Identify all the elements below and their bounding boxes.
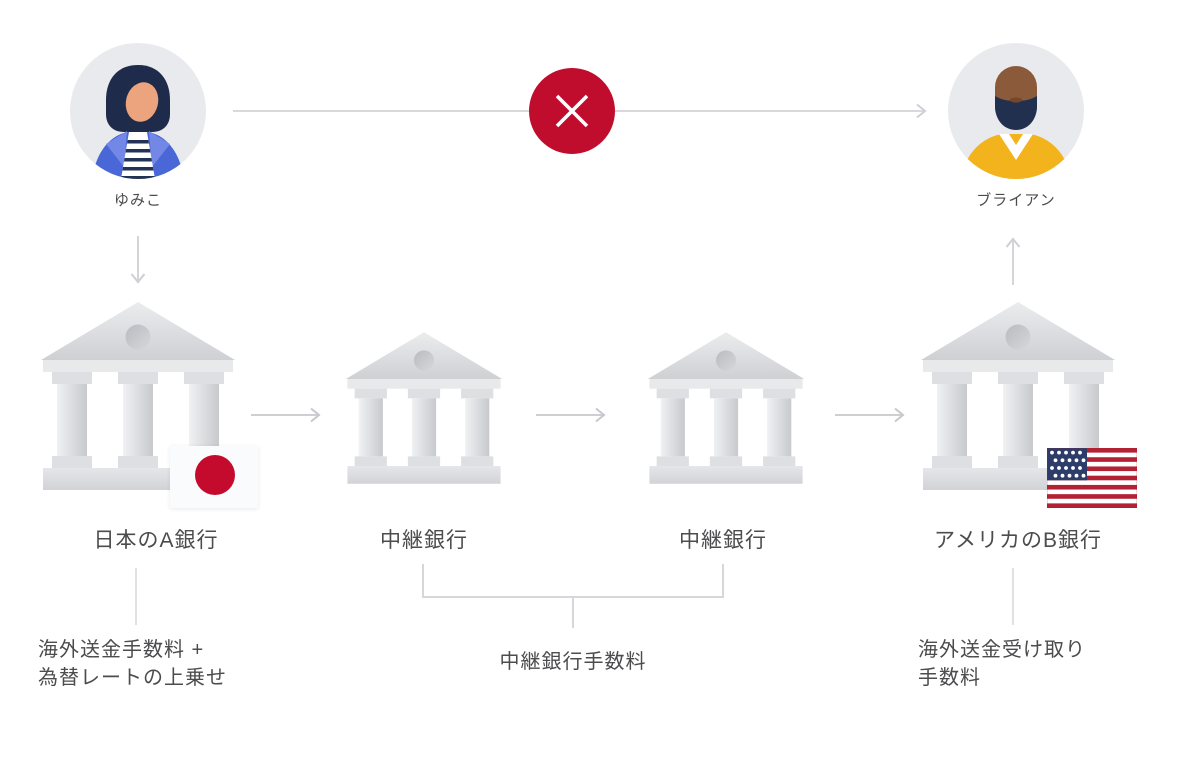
bank-a-to-intermediary-1-arrow — [251, 407, 321, 423]
woman-avatar-icon — [70, 43, 206, 179]
transfer-blocked-badge — [529, 68, 615, 154]
receiver-avatar — [948, 43, 1084, 179]
sending-fee-line2: 為替レートの上乗せ — [38, 667, 227, 689]
man-avatar-icon — [948, 43, 1084, 179]
bank-b-fee-connector-line — [1012, 568, 1014, 625]
sending-fee-text: 海外送金手数料 + 為替レートの上乗せ — [38, 636, 227, 692]
bank-b-to-receiver-arrow — [1005, 237, 1021, 285]
intermediary-bank-2-building — [647, 332, 805, 484]
usa-flag-icon — [1047, 448, 1137, 508]
intermediary-1-to-intermediary-2-arrow — [536, 407, 606, 423]
x-icon — [555, 94, 589, 128]
intermediary-2-to-bank-b-arrow — [835, 407, 905, 423]
receiving-fee-text: 海外送金受け取り 手数料 — [918, 636, 1086, 692]
intermediary-bank-1-building — [345, 332, 503, 484]
sending-fee-line1: 海外送金手数料 + — [38, 639, 205, 661]
sender-name: ゆみこ — [113, 192, 162, 209]
japan-flag-icon — [170, 446, 258, 508]
receiving-fee-line1: 海外送金受け取り — [918, 639, 1086, 661]
intermediary-bank-2-label: 中継銀行 — [679, 529, 767, 552]
bank-b-label: アメリカのB銀行 — [934, 529, 1102, 552]
bank-icon — [647, 332, 805, 484]
receiving-fee-line2: 手数料 — [918, 667, 981, 689]
receiver-name: ブライアン — [976, 192, 1056, 209]
bank-a-fee-connector-line — [135, 568, 137, 625]
bank-icon — [345, 332, 503, 484]
sender-avatar — [70, 43, 206, 179]
intermediary-bank-1-label: 中継銀行 — [380, 529, 468, 552]
sender-to-bank-a-arrow — [130, 236, 146, 284]
intermediary-fee-text: 中継銀行手数料 — [499, 651, 647, 673]
bank-a-label: 日本のA銀行 — [93, 529, 219, 552]
intermediary-fee-bracket — [422, 564, 724, 628]
